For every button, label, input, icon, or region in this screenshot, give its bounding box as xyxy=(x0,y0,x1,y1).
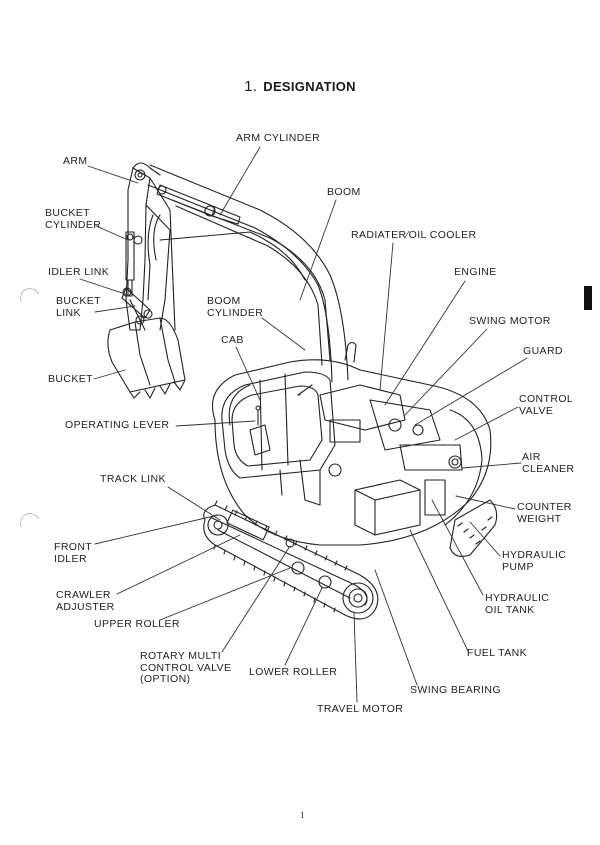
leader-upper-roller xyxy=(159,567,291,621)
leader-control-valve xyxy=(454,406,519,441)
arm-cylinder-drawing xyxy=(156,184,241,225)
leader-hydraulic-pump xyxy=(469,521,501,557)
label-travel-motor: TRAVEL MOTOR xyxy=(317,703,404,715)
thumb-tab-marker xyxy=(584,286,592,310)
label-bucket-cylinder: BUCKET CYLINDER xyxy=(45,207,102,231)
leader-arm-cylinder xyxy=(219,146,261,216)
leader-swing-motor xyxy=(404,328,488,416)
label-boom: BOOM xyxy=(327,186,361,198)
leader-bucket-link xyxy=(94,305,136,313)
leader-hydraulic-oil-tank xyxy=(431,499,484,596)
leader-guard xyxy=(414,357,528,426)
label-engine: ENGINE xyxy=(454,266,497,278)
leader-counter-weight xyxy=(455,495,516,510)
label-rotary-multi-control-valve: ROTARY MULTI CONTROL VALVE (OPTION) xyxy=(140,650,232,685)
leader-engine xyxy=(384,280,466,406)
leader-cab xyxy=(235,346,261,401)
section-title: DESIGNATION xyxy=(263,79,356,94)
section-number: 1. xyxy=(244,78,258,95)
label-fuel-tank: FUEL TANK xyxy=(467,647,528,659)
label-counter-weight: COUNTER WEIGHT xyxy=(517,501,572,525)
label-hydraulic-pump: HYDRAULIC PUMP xyxy=(502,549,567,573)
boom-drawing xyxy=(147,164,349,383)
leader-lower-roller xyxy=(284,587,323,666)
label-swing-motor: SWING MOTOR xyxy=(469,315,551,327)
label-crawler-adjuster: CRAWLER ADJUSTER xyxy=(56,589,115,613)
label-cab: CAB xyxy=(221,334,244,346)
undercarriage-drawing xyxy=(203,499,498,620)
label-idler-link: IDLER LINK xyxy=(48,266,110,278)
leader-fuel-tank xyxy=(409,529,469,652)
leader-front-idler xyxy=(94,514,219,545)
leader-swing-bearing xyxy=(374,569,418,686)
label-guard: GUARD xyxy=(523,345,563,357)
label-lower-roller: LOWER ROLLER xyxy=(249,666,338,678)
leader-bucket xyxy=(93,369,126,380)
page-title: 1. DESIGNATION xyxy=(0,78,600,95)
label-bucket: BUCKET xyxy=(48,373,93,385)
leader-crawler-adjuster xyxy=(116,534,241,595)
label-control-valve: CONTROL VALVE xyxy=(519,393,574,417)
label-air-cleaner: AIR CLEANER xyxy=(522,451,575,475)
leader-idler-link xyxy=(79,278,129,296)
bucket-drawing xyxy=(107,317,186,399)
upper-structure-drawing xyxy=(211,341,492,546)
leader-travel-motor xyxy=(353,611,358,703)
label-hydraulic-oil-tank: HYDRAULIC OIL TANK xyxy=(485,592,550,616)
label-front-idler: FRONT IDLER xyxy=(54,541,93,565)
leader-lines xyxy=(79,146,528,703)
leader-arm xyxy=(87,165,139,184)
label-operating-lever: OPERATING LEVER xyxy=(65,419,170,431)
leader-air-cleaner xyxy=(461,462,522,469)
leader-boom xyxy=(299,199,337,301)
leader-rotary-valve xyxy=(221,545,291,653)
label-bucket-link: BUCKET LINK xyxy=(56,295,101,319)
leader-radiator xyxy=(379,242,394,391)
label-track-link: TRACK LINK xyxy=(100,473,166,485)
label-arm-cylinder: ARM CYLINDER xyxy=(236,132,321,144)
leader-operating-lever xyxy=(175,420,256,427)
leader-boom-cylinder xyxy=(261,317,306,351)
leader-bucket-cylinder xyxy=(95,225,129,241)
arm-drawing xyxy=(125,162,171,331)
page-number: 1 xyxy=(300,810,305,820)
label-boom-cylinder: BOOM CYLINDER xyxy=(207,295,264,319)
label-radiator-oil-cooler: RADIATER∕OIL COOLER xyxy=(351,229,477,241)
label-arm: ARM xyxy=(63,155,88,167)
label-upper-roller: UPPER ROLLER xyxy=(94,618,180,630)
label-swing-bearing: SWING BEARING xyxy=(410,684,501,696)
bucket-links-drawing xyxy=(121,287,153,331)
leader-track-link xyxy=(167,486,221,521)
